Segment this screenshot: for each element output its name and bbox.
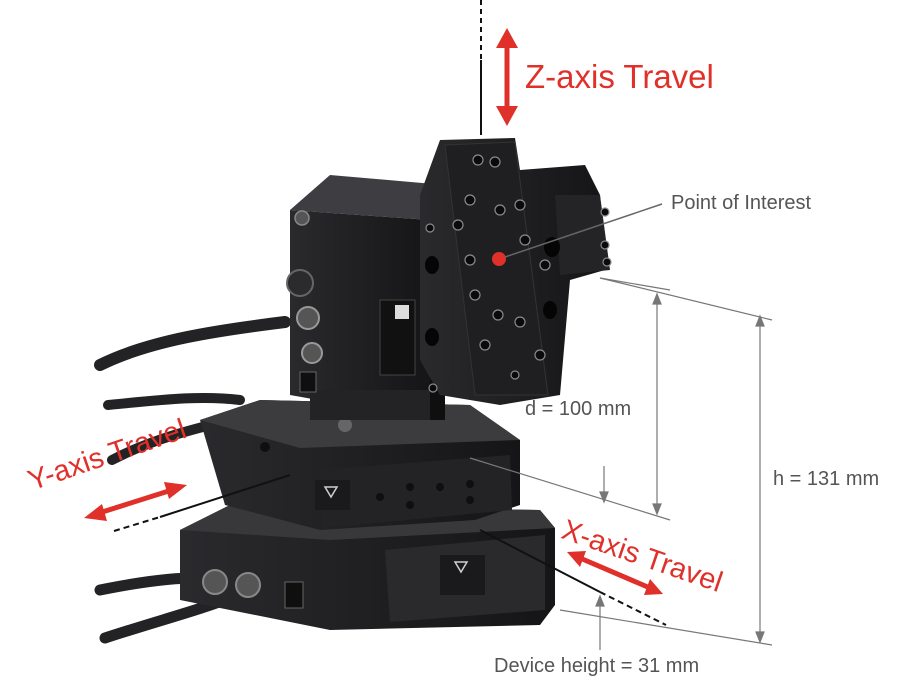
z-carriage <box>420 138 612 405</box>
point-of-interest-marker <box>492 252 506 266</box>
device-height-label: Device height = 31 mm <box>494 655 700 677</box>
z-axis-indicator <box>480 0 518 135</box>
x-axis-indicator <box>479 529 667 626</box>
point-of-interest-leader <box>504 203 663 258</box>
y-stage <box>200 400 520 530</box>
x-stage <box>180 505 555 630</box>
d-dimension-label: d = 100 mm <box>525 398 632 420</box>
h-dimension-label: h = 131 mm <box>773 468 880 490</box>
d-dimension <box>469 277 671 521</box>
cables <box>94 316 291 644</box>
device-height-pointer <box>595 594 605 650</box>
point-of-interest-label: Point of Interest <box>671 192 812 214</box>
h-dimension <box>559 277 773 646</box>
z-axis-travel-label: Z-axis Travel <box>525 58 714 95</box>
y-axis-indicator <box>84 474 291 532</box>
